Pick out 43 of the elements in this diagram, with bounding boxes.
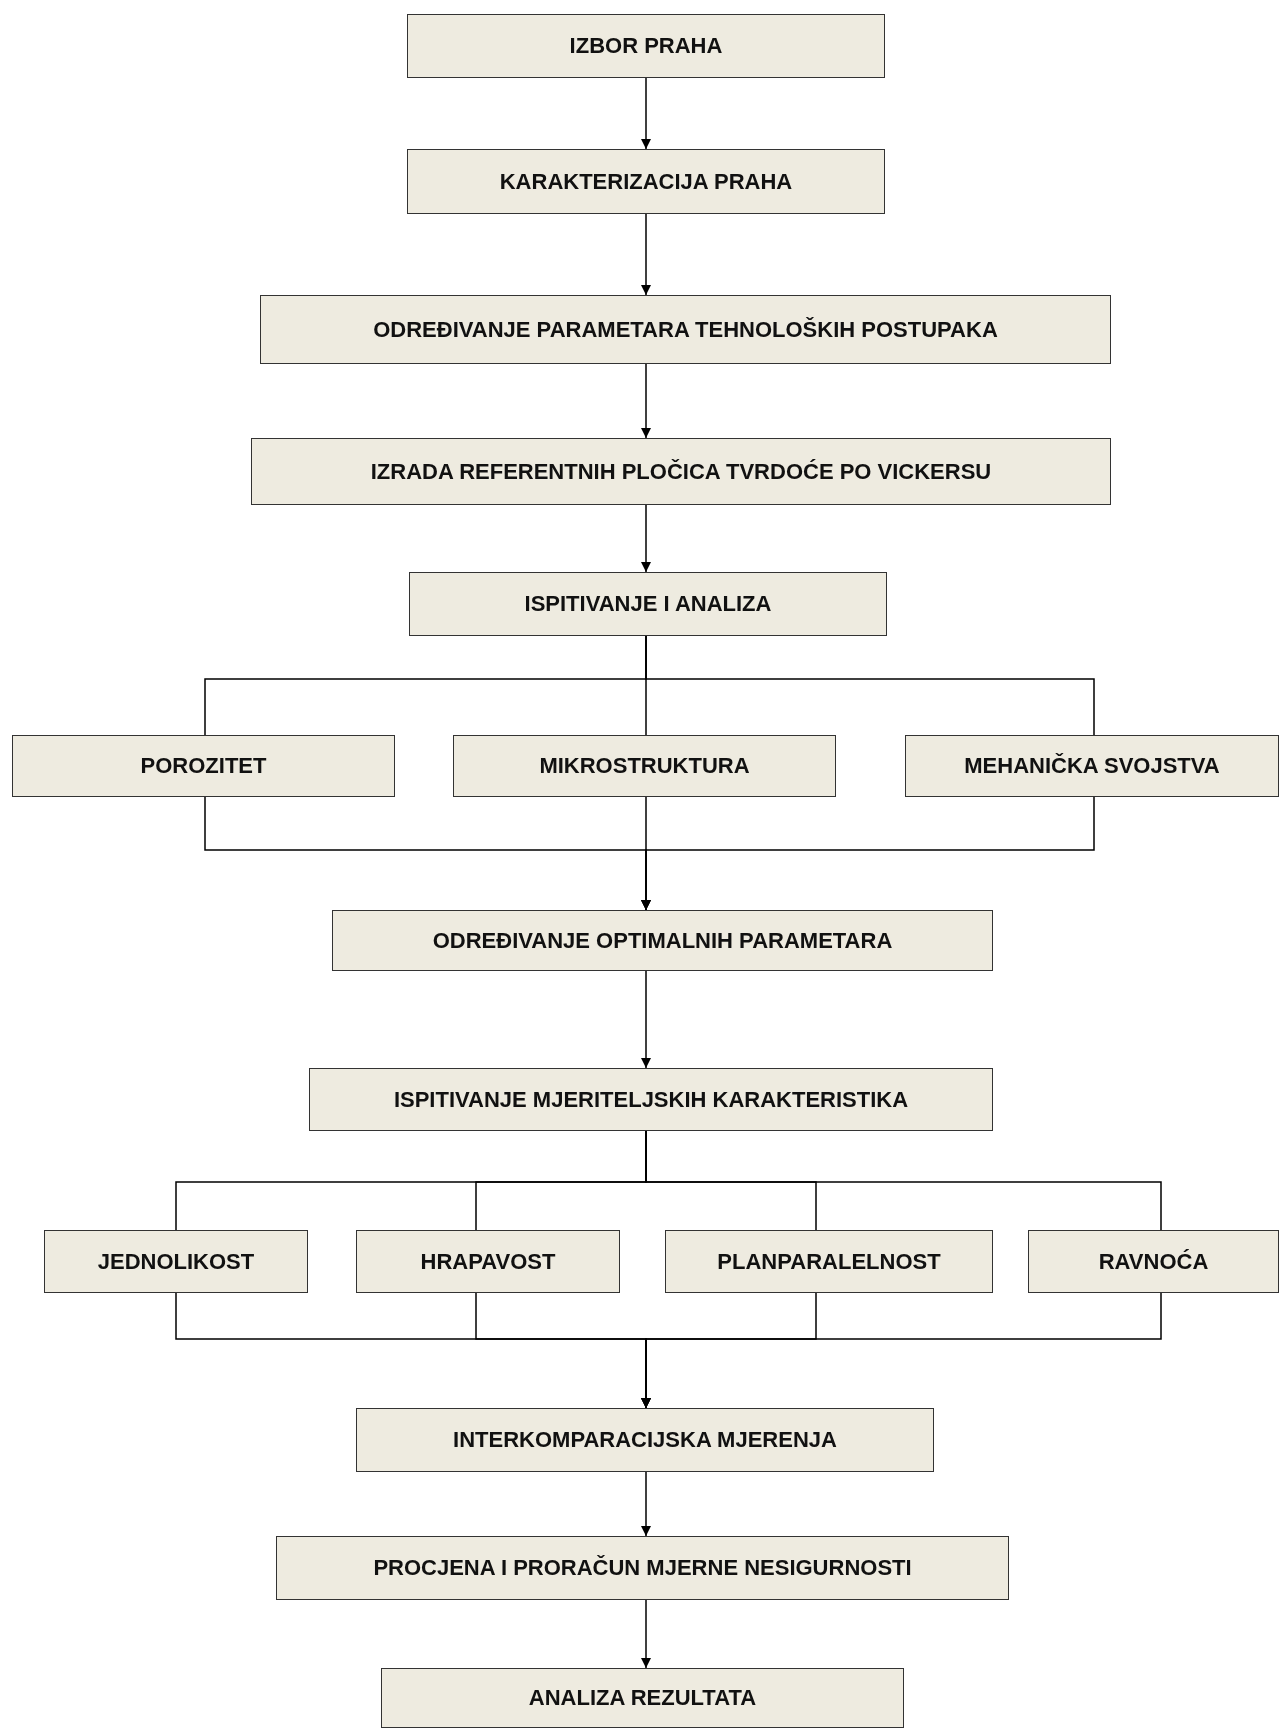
connector-arrow: [641, 504, 651, 573]
process-box: [356, 1408, 934, 1472]
process-box: [44, 1230, 308, 1293]
box-label: ODREĐIVANJE OPTIMALNIH PARAMETARA: [432, 927, 893, 954]
process-box: [407, 149, 885, 214]
process-box: [381, 1668, 904, 1728]
process-box: [409, 572, 887, 636]
box-label: POROZITET: [140, 753, 267, 779]
connector-arrow: [641, 1292, 1162, 1409]
box-label: IZBOR PRAHA: [569, 33, 723, 59]
box-label: MEHANIČKA SVOJSTVA: [964, 753, 1220, 779]
box-label: PROCJENA I PRORAČUN MJERNE NESIGURNOSTI: [373, 1555, 912, 1581]
connector-arrow: [641, 796, 1095, 911]
box-label: HRAPAVOST: [420, 1248, 556, 1275]
process-box: [1028, 1230, 1279, 1293]
process-box: [332, 910, 993, 971]
process-box: [260, 295, 1111, 364]
process-box: [665, 1230, 993, 1293]
process-box: [251, 438, 1111, 505]
box-label: PLANPARALELNOST: [717, 1248, 941, 1275]
box-label: MIKROSTRUKTURA: [539, 753, 750, 779]
box-label: IZRADA REFERENTNIH PLOČICA TVRDOĆE PO VICKERSU: [370, 458, 992, 485]
connector-arrow: [641, 213, 651, 296]
connector-arrow: [641, 77, 651, 150]
process-box: [356, 1230, 620, 1293]
box-label: ANALIZA REZULTATA: [528, 1685, 757, 1711]
box-label: ODREĐIVANJE PARAMETARA TEHNOLOŠKIH POSTUPAKA: [373, 316, 998, 343]
connector-arrow: [641, 1471, 651, 1537]
connector-arrow: [641, 970, 651, 1069]
box-label: JEDNOLIKOST: [97, 1248, 255, 1275]
process-box: [905, 735, 1279, 797]
process-box: [407, 14, 885, 78]
box-label: RAVNOĆA: [1098, 1248, 1209, 1275]
process-box: [276, 1536, 1009, 1600]
connector-arrow: [641, 1599, 651, 1669]
process-box: [309, 1068, 993, 1131]
box-label: ISPITIVANJE MJERITELJSKIH KARAKTERISTIKA: [393, 1086, 909, 1113]
box-label: INTERKOMPARACIJSKA MJERENJA: [453, 1427, 837, 1453]
box-label: KARAKTERIZACIJA PRAHA: [499, 168, 793, 195]
process-box: [453, 735, 836, 797]
connector-arrow: [641, 363, 651, 439]
box-label: ISPITIVANJE I ANALIZA: [524, 591, 772, 617]
process-box: [12, 735, 395, 797]
